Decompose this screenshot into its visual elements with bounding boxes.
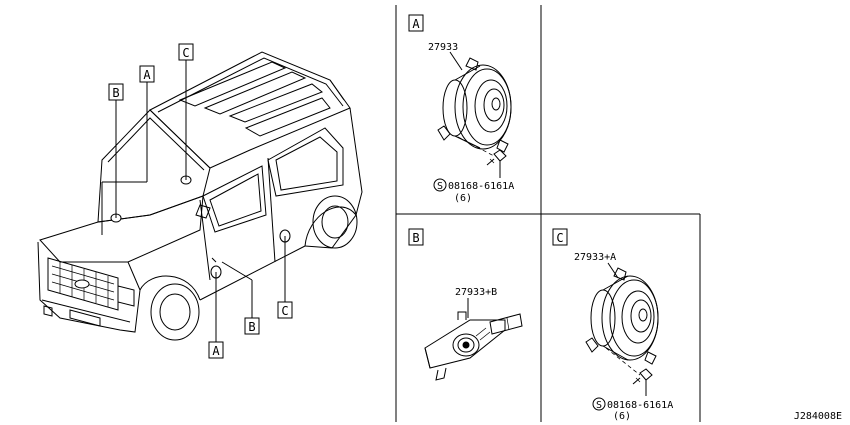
- callout-b-bottom: B: [244, 317, 260, 335]
- callout-b-top: B: [108, 83, 124, 101]
- emblem: [74, 279, 90, 289]
- callout-c-top: C: [178, 43, 194, 61]
- svg-text:08168-6161A: 08168-6161A: [448, 181, 514, 192]
- svg-text:C: C: [556, 231, 563, 245]
- svg-text:A: A: [143, 68, 151, 82]
- callout-c-bottom: C: [277, 301, 293, 319]
- vehicle-illustration: [37, 51, 363, 341]
- svg-text:S: S: [596, 400, 602, 411]
- svg-text:B: B: [112, 86, 119, 100]
- callout-a-top: A: [139, 65, 155, 83]
- panel-a-screw-callout: S 08168-6161A (6): [433, 178, 514, 204]
- front-wheel: [150, 283, 200, 341]
- panel-a: A 27933 S: [408, 14, 514, 204]
- svg-text:B: B: [248, 320, 255, 334]
- svg-text:S: S: [437, 181, 443, 192]
- panel-a-label: A: [408, 14, 424, 32]
- panel-a-screw: [486, 149, 507, 178]
- panel-c-part-number: 27933+A: [574, 252, 616, 263]
- rear-wheel: [312, 195, 358, 249]
- svg-text:C: C: [281, 304, 288, 318]
- svg-text:08168-6161A: 08168-6161A: [607, 400, 673, 411]
- panel-a-speaker: [437, 57, 512, 153]
- svg-text:(6): (6): [613, 411, 631, 422]
- panel-c-screw-callout: S 08168-6161A (6): [592, 397, 673, 422]
- panel-b-part-number: 27933+B: [455, 287, 497, 298]
- panel-b: B 27933+B: [408, 228, 523, 381]
- drawing-number: J284008E: [794, 411, 842, 422]
- svg-text:C: C: [182, 46, 189, 60]
- panel-dividers: [395, 5, 701, 422]
- svg-text:B: B: [412, 231, 419, 245]
- panel-b-label: B: [408, 228, 424, 246]
- svg-text:(6): (6): [454, 193, 472, 204]
- svg-text:A: A: [412, 17, 420, 31]
- svg-text:A: A: [212, 344, 220, 358]
- panel-b-tweeter: [424, 311, 523, 381]
- panel-c: C 27933+A S 08168-6161A (: [552, 228, 673, 422]
- callout-a-bottom: A: [208, 341, 224, 359]
- panel-a-part-number: 27933: [428, 42, 458, 53]
- panel-c-speaker: [585, 267, 659, 365]
- panel-c-screw: [632, 368, 653, 396]
- vehicle-callouts: B A C A B C: [101, 43, 293, 359]
- panel-c-label: C: [552, 228, 568, 246]
